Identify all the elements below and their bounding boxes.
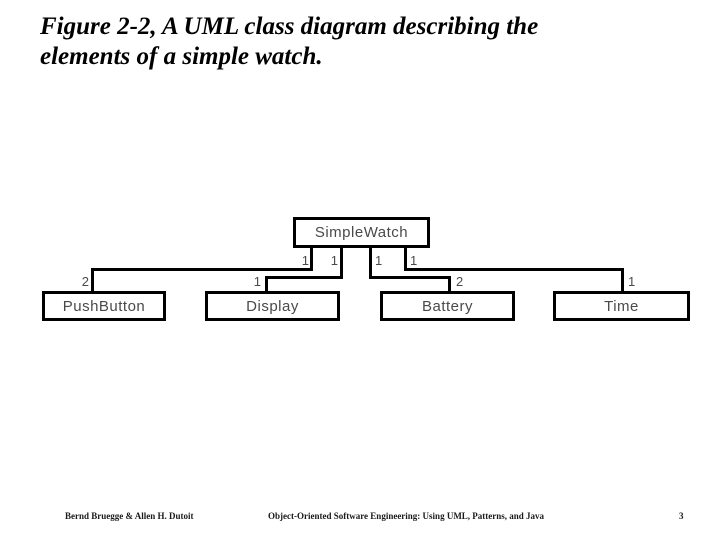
- multiplicity-class-display: 1: [253, 274, 261, 289]
- class-box-pushbutton: PushButton: [42, 291, 166, 321]
- connector-pushbutton-vertical-bottom: [91, 268, 94, 291]
- connector-time-horizontal: [404, 268, 624, 271]
- connector-battery-horizontal: [369, 276, 451, 279]
- connector-pushbutton-vertical-top: [310, 248, 313, 271]
- slide-title: Figure 2-2, A UML class diagram describi…: [40, 12, 640, 72]
- multiplicity-root-display: 1: [330, 253, 338, 268]
- class-box-battery: Battery: [380, 291, 515, 321]
- connector-time-vertical-bottom: [621, 268, 624, 291]
- class-name-battery: Battery: [421, 297, 474, 315]
- connector-time-vertical-top: [404, 248, 407, 271]
- multiplicity-class-time: 1: [628, 274, 636, 289]
- class-box-time: Time: [553, 291, 690, 321]
- connector-display-vertical-top: [340, 248, 343, 279]
- connector-battery-vertical-bottom: [448, 276, 451, 291]
- multiplicity-root-pushbutton: 1: [301, 253, 309, 268]
- footer-page-number: 3: [679, 511, 684, 521]
- connector-display-vertical-bottom: [265, 276, 268, 291]
- multiplicity-root-time: 1: [410, 253, 418, 268]
- multiplicity-root-battery: 1: [375, 253, 383, 268]
- class-name-time: Time: [604, 297, 639, 315]
- class-box-simplewatch: SimpleWatch: [293, 217, 430, 248]
- class-name-pushbutton: PushButton: [62, 297, 146, 315]
- connector-battery-vertical-top: [369, 248, 372, 279]
- class-name-simplewatch: SimpleWatch: [314, 224, 409, 241]
- footer-authors: Bernd Bruegge & Allen H. Dutoit: [65, 511, 194, 521]
- connector-display-horizontal: [265, 276, 343, 279]
- multiplicity-class-battery: 2: [456, 274, 464, 289]
- slide-title-line2: elements of a simple watch.: [40, 43, 323, 70]
- connector-pushbutton-horizontal: [91, 268, 313, 271]
- class-box-display: Display: [205, 291, 340, 321]
- class-name-display: Display: [246, 297, 299, 315]
- multiplicity-class-pushbutton: 2: [81, 274, 89, 289]
- slide-title-line1: Figure 2-2, A UML class diagram describi…: [40, 13, 539, 40]
- footer-book-title: Object-Oriented Software Engineering: Us…: [268, 511, 545, 521]
